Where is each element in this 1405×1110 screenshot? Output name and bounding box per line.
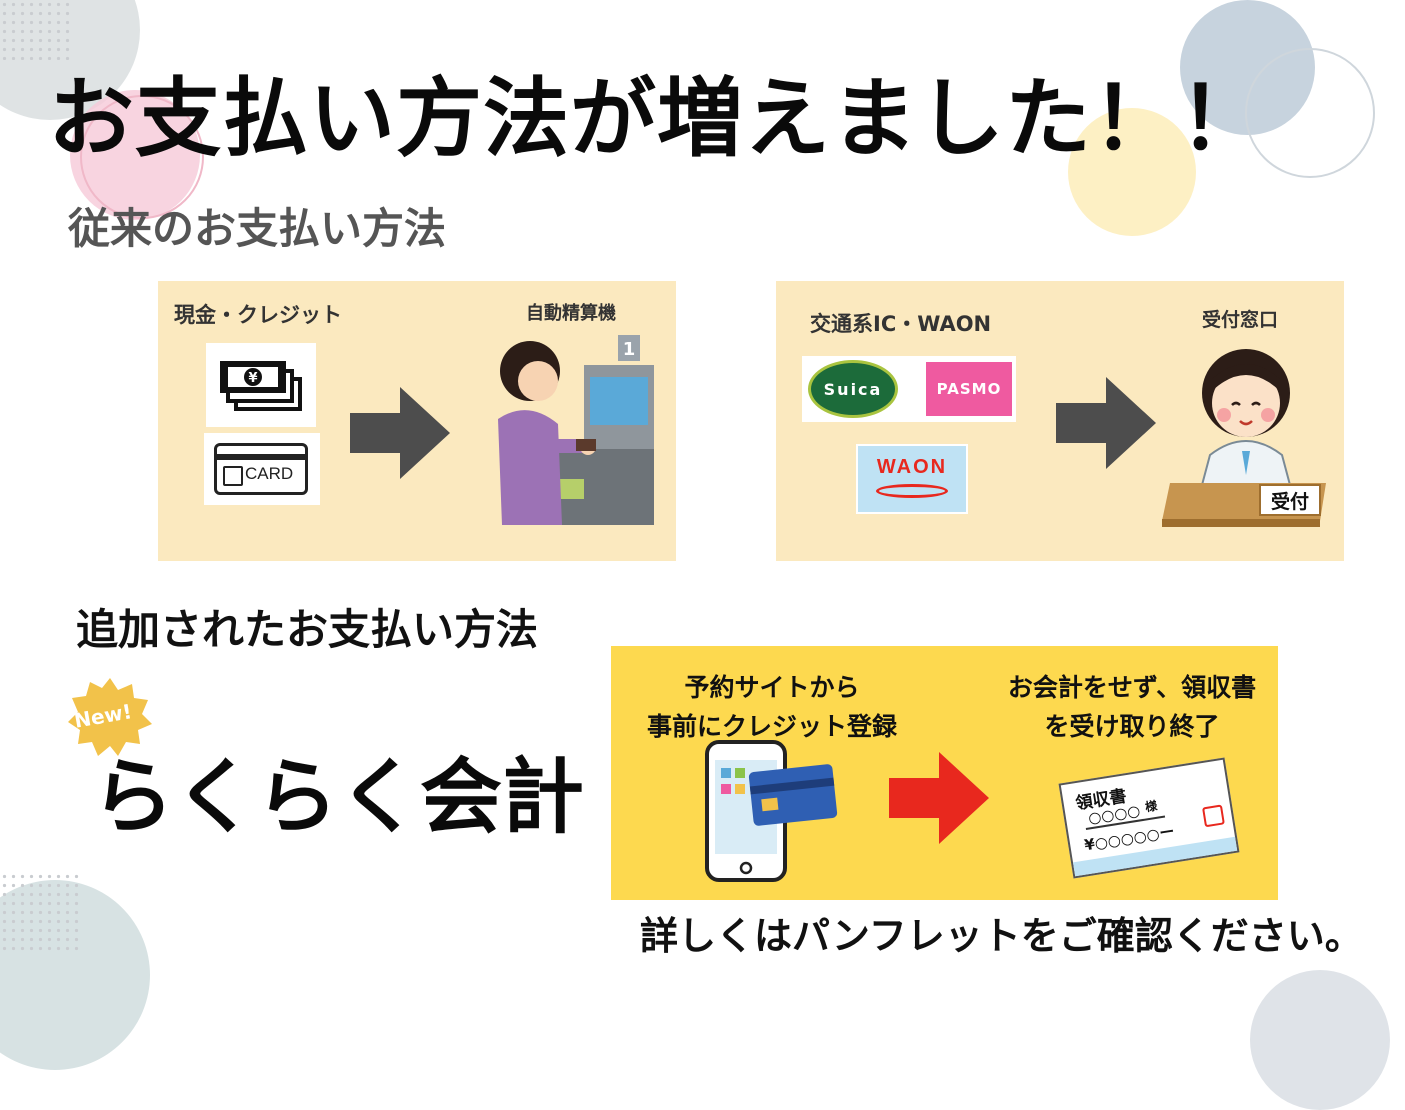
decor-ring-topright [1245, 48, 1375, 178]
decor-circle-yellow [1068, 108, 1196, 236]
yen-symbol: ¥ [248, 371, 257, 386]
arrow-right-icon [350, 387, 450, 479]
desk-sign-text: 受付 [1271, 490, 1309, 513]
card-icon: CARD [214, 443, 308, 495]
waon-logo-icon: WAON [856, 444, 968, 514]
ic-cards-box: Suica PASMO [802, 356, 1016, 422]
card-stripe [217, 454, 305, 460]
label-reception: 受付窓口 [1202, 309, 1279, 331]
cash-icon: ¥ [220, 361, 302, 411]
starburst-icon [68, 678, 152, 756]
suica-logo-icon: Suica [808, 360, 898, 418]
step1-line1: 予約サイトから [684, 673, 860, 702]
self-checkout-illustration: 1 [498, 335, 654, 525]
new-badge: New! [68, 676, 152, 760]
receptionist-illustration: 受付 [1162, 349, 1326, 527]
conventional-heading: 従来のお支払い方法 [68, 204, 447, 253]
feature-name: らくらく会計 [92, 750, 585, 845]
decor-dots-topleft [0, 0, 70, 60]
decor-dots-bottomleft [0, 872, 80, 952]
arrow-right-red-icon [889, 752, 989, 844]
page-title: お支払い方法が増えました！！ [48, 69, 1266, 169]
smartphone-card-illustration [705, 740, 838, 882]
label-cash-credit: 現金・クレジット [174, 303, 342, 327]
waon-swoosh [876, 484, 948, 498]
cash-box: ¥ [206, 343, 316, 427]
panel-easy-payment: 予約サイトから 事前にクレジット登録 お会計をせず、領収書 を受け取り終了 領収… [611, 646, 1278, 900]
machine-number: 1 [623, 339, 636, 360]
label-ic-waon: 交通系IC・WAON [810, 312, 992, 336]
waon-text: WAON [876, 456, 948, 478]
label-auto-machine: 自動精算機 [526, 303, 616, 324]
step1-line2: 事前にクレジット登録 [646, 712, 897, 741]
card-chip-icon [223, 466, 243, 486]
decor-circle-bottomright [1250, 970, 1390, 1110]
step1-label: 予約サイトから 事前にクレジット登録 [617, 668, 927, 746]
panel-cash-credit: 現金・クレジット 自動精算機 ¥ CARD 1 [158, 281, 676, 561]
pasmo-text: PASMO [936, 380, 1002, 398]
receipt-honorific: 様 [1144, 798, 1159, 815]
step2-line1: お会計をせず、領収書 [1007, 673, 1257, 702]
card-text: CARD [245, 464, 294, 483]
receipt-illustration: 領収書 ○○○○ 様 ¥○○○○○ー [1058, 757, 1240, 879]
suica-text: Suica [823, 379, 883, 399]
pasmo-logo-icon: PASMO [926, 362, 1012, 416]
decor-ring-pink [80, 95, 204, 219]
card-box: CARD [204, 433, 320, 505]
step2-line2: を受け取り終了 [1044, 712, 1220, 741]
arrow-right-icon [1056, 377, 1156, 469]
step2-label: お会計をせず、領収書 を受け取り終了 [987, 668, 1277, 746]
panel-ic-waon: 交通系IC・WAON 受付窓口 Suica PASMO WAON 受付 [776, 281, 1344, 561]
footer-note: 詳しくはパンフレットをご確認ください。 [640, 914, 1363, 958]
receipt-stamp-icon [1202, 804, 1225, 828]
added-heading: 追加されたお支払い方法 [76, 605, 539, 654]
